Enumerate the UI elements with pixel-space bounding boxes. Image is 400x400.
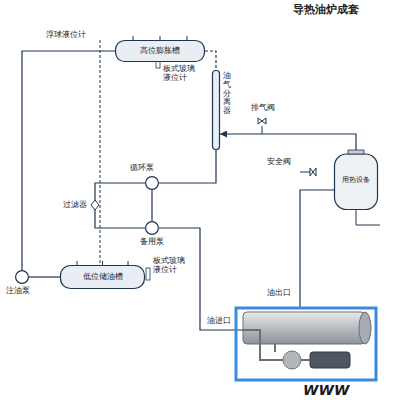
- part-label: 板式玻璃 液位计: [162, 64, 200, 82]
- inlet-pipe: [159, 228, 242, 330]
- part-label: 油出口: [266, 288, 292, 297]
- oil-gas-separator: 油气分离器: [212, 70, 220, 150]
- vent-valve-symbol: [258, 118, 266, 134]
- standby-pump: 备用泵: [145, 221, 159, 235]
- part-label: 安全阀: [266, 157, 292, 166]
- pipe-connector: [22, 51, 115, 270]
- pipe-connector: [29, 276, 60, 277]
- filter-symbol: [91, 200, 99, 210]
- node-label: 油气分离器: [223, 72, 231, 116]
- outlet-pipe: [300, 190, 334, 308]
- fill-pump: 注油泵: [15, 270, 29, 284]
- pump-outline: [145, 221, 159, 235]
- pump-outline: [145, 176, 159, 190]
- watermark: WWW: [302, 382, 350, 398]
- text-holder: 低位储油槽: [60, 265, 145, 289]
- pipe-connector: [159, 150, 216, 183]
- furnace-pump: [283, 351, 301, 369]
- pump-circle: [16, 271, 29, 284]
- circulation-pump: 循环泵: [145, 176, 159, 190]
- node-text: 高位膨胀槽: [140, 46, 180, 55]
- diagram-title: 导热油炉成套: [292, 4, 360, 17]
- level-meter-line: [100, 40, 101, 265]
- part-label: 浮球液位计: [45, 30, 87, 39]
- furnace-end: [359, 312, 371, 344]
- vessel-flange: [348, 150, 364, 154]
- pipe-connector: [151, 190, 152, 221]
- tank-nozzle: [77, 261, 128, 265]
- furnace-frame: [236, 308, 376, 380]
- tank-body: [61, 266, 145, 289]
- bypass-pipe: [95, 183, 145, 228]
- node-text: 低位储油槽: [83, 272, 123, 281]
- safety-valve-symbol: [300, 168, 316, 176]
- pipe-connector: [205, 51, 216, 70]
- heat-user-vessel: 用热设备: [334, 150, 378, 210]
- storage-tank: 低位储油槽: [60, 265, 145, 289]
- separator-body: [213, 71, 220, 150]
- node-label: 注油泵: [6, 286, 30, 295]
- part-label: 排气阀: [250, 103, 276, 112]
- text-holder: 高位膨胀槽: [115, 40, 205, 62]
- return-pipe: [356, 210, 380, 225]
- pipe-connector: [220, 134, 356, 150]
- part-label: 过滤器: [62, 200, 88, 209]
- vessel-body: [335, 154, 378, 210]
- pump-circle: [146, 222, 159, 235]
- furnace-piping: [242, 330, 310, 360]
- part-label: 油进口: [206, 316, 232, 325]
- node-label: 循环泵: [130, 163, 154, 172]
- node-label: 备用泵: [140, 237, 164, 246]
- tank-nozzle: [133, 36, 187, 40]
- pump-circle: [146, 177, 159, 190]
- node-text: 用热设备: [342, 176, 370, 184]
- pump-outline: [15, 270, 29, 284]
- text-holder: 用热设备: [334, 150, 378, 210]
- motor: [310, 352, 350, 368]
- glass-gauge: [146, 268, 150, 280]
- tank-body: [116, 41, 205, 62]
- sep-outline: [212, 70, 220, 150]
- furnace-body: [243, 312, 365, 344]
- part-label: 板式玻璃 液位计: [152, 256, 190, 274]
- expansion-tank: 高位膨胀槽: [115, 40, 205, 62]
